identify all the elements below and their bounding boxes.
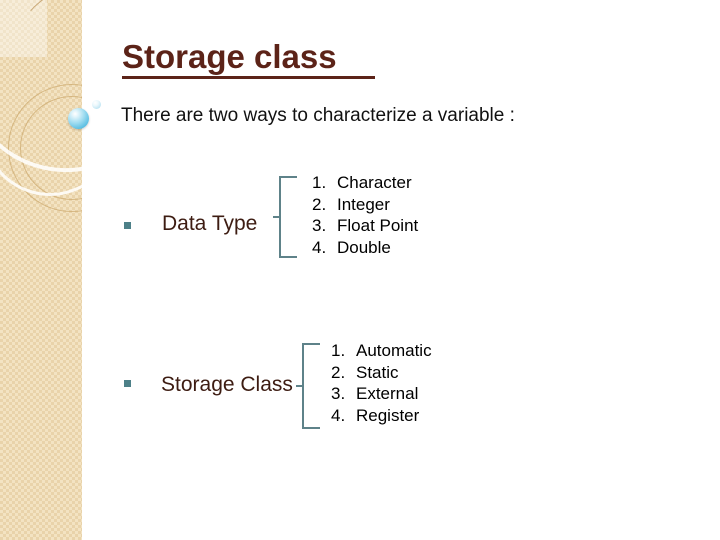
label-data-type: Data Type [162,212,258,235]
list-item: 2. Static [331,363,432,385]
list-item-number: 1. [331,341,346,360]
list-item: 1. Automatic [331,341,432,363]
brace-storage-class [296,343,320,429]
list-item-number: 2. [331,362,346,382]
list-item-number: 3. [312,216,327,235]
list-item-number: 4. [312,237,327,257]
subtitle-text: There are two ways to characterize a var… [121,105,515,126]
brace-tick-middle [296,385,304,387]
list-item-label: Static [356,362,399,382]
brace-tick-bottom [279,256,297,258]
list-item-label: Integer [337,194,390,214]
label-storage-class: Storage Class [161,373,293,396]
brace-tick-top [302,343,320,345]
list-item-number: 1. [312,173,327,192]
list-item: 3. External [331,384,432,406]
brace-tick-top [279,176,297,178]
decorative-sidebar [0,0,82,540]
bullet-data-type [124,222,131,229]
list-item-number: 3. [331,384,346,403]
list-item: 4. Double [312,238,418,260]
list-item-label: Double [337,237,391,257]
list-item-label: Register [356,405,420,425]
list-item: 1. Character [312,173,418,195]
blue-sphere-icon [68,108,89,129]
sidebar-white-arc-small [0,45,82,211]
list-item: 2. Integer [312,195,418,217]
page-title-underline [122,76,375,79]
brace-tick-bottom [302,427,320,429]
brace-data-type [273,176,297,258]
page-title: Storage class [122,38,337,75]
list-item-label: Character [337,173,412,192]
list-item: 4. Register [331,406,432,428]
list-item-label: Float Point [337,216,419,235]
bullet-storage-class [124,380,131,387]
list-item-label: External [356,384,419,403]
list-item-number: 2. [312,194,327,214]
list-item-label: Automatic [356,341,432,360]
list-storage-class: 1. Automatic 2. Static 3. External 4. Regist… [331,341,432,427]
list-data-type: 1. Character 2. Integer 3. Float Point 4. Do… [312,173,418,259]
brace-tick-middle [273,216,281,218]
list-item: 3. Float Point [312,216,418,238]
list-item-number: 4. [331,405,346,425]
small-bubble-icon [92,100,101,109]
